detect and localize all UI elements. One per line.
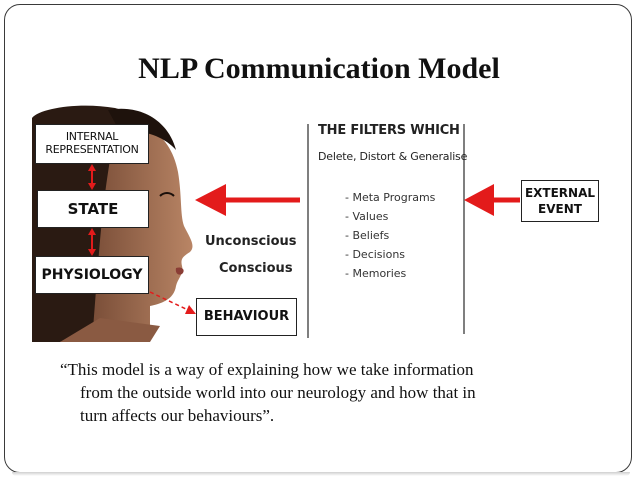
arrow-filters-to-person bbox=[195, 184, 300, 216]
slide-shadow bbox=[12, 472, 630, 476]
behaviour-box: BEHAVIOUR bbox=[196, 298, 297, 336]
slide-title: NLP Communication Model bbox=[138, 52, 500, 85]
filter-item: - Beliefs bbox=[345, 229, 390, 242]
quote-line-3: turn affects our behaviours”. bbox=[80, 406, 275, 425]
filters-list: - Meta Programs - Values - Beliefs - Dec… bbox=[345, 188, 435, 283]
filters-subtitle: Delete, Distort & Generalise bbox=[318, 150, 468, 163]
filter-item: - Memories bbox=[345, 267, 407, 280]
arrow-internal-state bbox=[88, 164, 96, 190]
model-quote: “This model is a way of explaining how w… bbox=[60, 358, 600, 427]
arrow-state-physiology bbox=[88, 228, 96, 256]
external-line-2: EVENT bbox=[538, 202, 582, 216]
arrow-physiology-behaviour bbox=[149, 291, 196, 314]
filters-title: THE FILTERS WHICH bbox=[318, 123, 460, 138]
external-event-box: EXTERNAL EVENT bbox=[521, 180, 599, 222]
internal-line-1: INTERNAL bbox=[65, 130, 119, 143]
arrow-event-to-filters bbox=[464, 184, 520, 216]
conscious-label: Conscious bbox=[219, 261, 293, 276]
physiology-box: PHYSIOLOGY bbox=[35, 256, 149, 294]
state-box: STATE bbox=[37, 190, 149, 228]
quote-line-1: “This model is a way of explaining how w… bbox=[60, 360, 474, 379]
internal-representation-box: INTERNAL REPRESENTATION bbox=[35, 124, 149, 164]
internal-line-2: REPRESENTATION bbox=[45, 143, 139, 156]
unconscious-label: Unconscious bbox=[205, 234, 297, 249]
filter-item: - Decisions bbox=[345, 248, 406, 261]
filter-item: - Meta Programs bbox=[345, 191, 436, 204]
quote-line-2: from the outside world into our neurolog… bbox=[80, 383, 476, 402]
filter-item: - Values bbox=[345, 210, 389, 223]
external-line-1: EXTERNAL bbox=[524, 186, 596, 200]
